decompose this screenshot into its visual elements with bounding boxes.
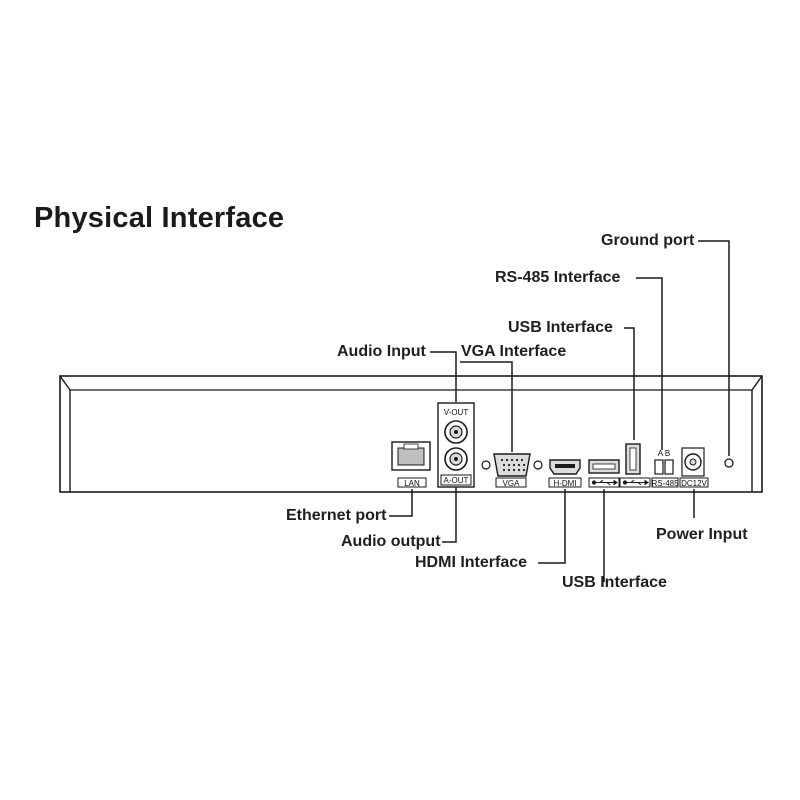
dc-power-jack-icon: DC12V <box>679 447 709 488</box>
usb-symbol-icon <box>591 479 618 486</box>
audio-output-callout: Audio output <box>341 533 441 550</box>
ground-screw-icon <box>724 458 734 468</box>
ground-port-callout: Ground port <box>601 232 695 249</box>
hdmi-port-icon: H-DMI <box>548 459 582 488</box>
hdmi-interface-callout: HDMI Interface <box>415 554 528 571</box>
leader-lines <box>389 240 730 582</box>
vga-port-label: VGA <box>503 479 521 488</box>
vga-interface-callout: VGA Interface <box>461 343 567 360</box>
ethernet-port-callout: Ethernet port <box>286 507 387 524</box>
a-out-label: A-OUT <box>444 476 469 485</box>
rs485-pin-label: A B <box>658 449 670 458</box>
rs485-terminal-icon: A B RS-485 <box>651 449 679 488</box>
hdmi-port-label: H-DMI <box>553 479 576 488</box>
audio-input-callout: Audio Input <box>337 343 426 360</box>
chassis-outline <box>59 375 763 493</box>
power-input-callout: Power Input <box>656 526 748 543</box>
rs485-port-label: RS-485 <box>651 479 679 488</box>
rca-connector-icon: V-OUT A-OUT <box>437 402 475 488</box>
usb-port-icon <box>619 443 651 488</box>
vga-port-icon: VGA <box>481 453 543 488</box>
usb-port-icon <box>588 459 620 488</box>
v-out-label: V-OUT <box>444 408 469 417</box>
lan-port-label: LAN <box>404 479 420 488</box>
usb-interface-bottom-callout: USB Interface <box>562 574 667 591</box>
usb-symbol-icon <box>622 479 649 486</box>
usb-interface-top-callout: USB Interface <box>508 319 613 336</box>
diagram-title: Physical Interface <box>34 202 285 234</box>
ethernet-port-icon: LAN <box>391 441 431 488</box>
dc12v-label: DC12V <box>681 479 707 488</box>
rs485-interface-callout: RS-485 Interface <box>495 269 621 286</box>
